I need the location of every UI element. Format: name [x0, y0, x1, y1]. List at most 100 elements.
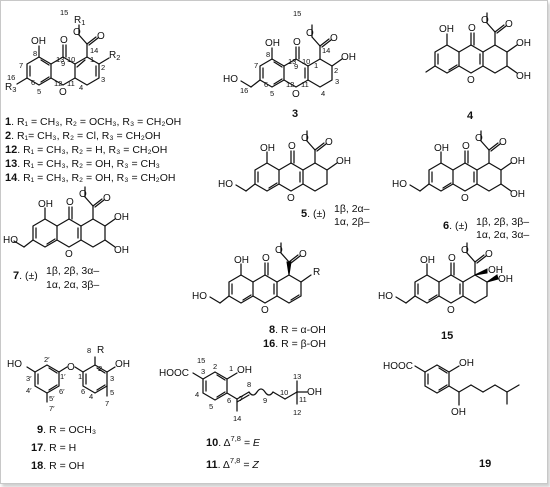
c1-num-9: 9 [61, 59, 65, 68]
c7-o11-label: O [65, 249, 73, 260]
c1-num-15: 15 [60, 8, 68, 17]
compound-11-label: 11. Δ7,8 = Z [206, 456, 259, 471]
c15-oh-label: OH [420, 255, 435, 266]
compound-5-label: 5. (±) [301, 208, 326, 220]
c15-oh1-label: OH [488, 265, 503, 276]
c7-carbonyl-o-label: O [103, 193, 111, 204]
compound-1-structure: OH O O R1 R2 R3 O O 15 14 13 10 8 9 1 7 … [5, 8, 120, 98]
c1-num-14: 14 [90, 46, 98, 55]
c4-oh2-label: OH [516, 38, 531, 49]
c3-carbonyl-o-label: O [330, 33, 338, 44]
c3-num-12: 12 [286, 80, 294, 89]
compound-17-label: 17. R = H [31, 442, 76, 454]
c10-num-6: 6 [227, 396, 231, 405]
c10-num-13: 13 [293, 372, 301, 381]
c9-num-3: 3 [110, 374, 114, 383]
c3-o11-label: O [292, 89, 300, 100]
c6-oh-label: OH [434, 143, 449, 154]
compound-3-structure: OH O O O OH HO O 15 8 13 10 14 1 2 9 7 1… [223, 9, 356, 120]
c5-ho-label: HO [218, 179, 233, 190]
c10-num-1: 1 [229, 364, 233, 373]
c1-ring-o-label: O [59, 87, 67, 98]
c19-oh2-label: OH [451, 407, 466, 418]
c9-oh-label: OH [115, 359, 130, 370]
compound-4-structure: OH O O O OH OH O 4 [425, 12, 531, 122]
c10-hooc-label: HOOC [159, 368, 189, 379]
legend-row-2: 2. R₁= CH₃, R₂ = Cl, R₃ = CH₂OH [5, 130, 161, 142]
c6-carbonyl-o-label: O [499, 137, 507, 148]
c1-num-6: 6 [31, 78, 35, 87]
c7-stereo-1: 1β, 2β, 3α– [46, 265, 99, 277]
c3-num-2: 2 [334, 66, 338, 75]
c1-num-7: 7 [19, 61, 23, 70]
c3-o9-label: O [293, 37, 301, 48]
c3-num-11: 11 [301, 80, 309, 89]
c3-num-1: 1 [314, 61, 318, 70]
compound-10-structure: HOOC OH OH 15 2 1 3 8 4 5 6 7 13 10 11 9… [159, 356, 322, 471]
c5-o11-label: O [287, 193, 295, 204]
c1-num-1: 1 [90, 55, 94, 64]
c7-oh2-label: OH [114, 212, 129, 223]
c3-oh8-label: OH [265, 38, 280, 49]
c3-num-6: 6 [264, 80, 268, 89]
compound-15-structure: OH O O O OH OH HO O 15 [378, 242, 513, 342]
compound-19-structure: HOOC OH OH 19 [383, 358, 520, 470]
c9-num-8: 8 [87, 346, 91, 355]
c9-num-7p: 7′ [49, 404, 55, 413]
c5-stereo-1: 1β, 2α– [334, 203, 370, 215]
c1-r1-label: R1 [74, 15, 85, 27]
c10-num-12: 12 [293, 408, 301, 417]
c8-ho-label: HO [192, 291, 207, 302]
c15-ester-o-label: O [461, 245, 469, 256]
c8-r-label: R [313, 267, 320, 278]
c8-ester-o-label: O [275, 245, 283, 256]
c10-num-14: 14 [233, 414, 241, 423]
c6-o11-label: O [461, 193, 469, 204]
c10-num-2: 2 [213, 362, 217, 371]
compound-15-label: 15 [441, 330, 453, 342]
c9-num-4p: 4′ [26, 386, 32, 395]
compound-3-label: 3 [292, 108, 298, 120]
c9-num-6: 6 [81, 387, 85, 396]
c10-num-5: 5 [209, 402, 213, 411]
compound-18-label: 18. R = OH [31, 460, 84, 472]
c4-oh3-label: OH [516, 71, 531, 82]
c10-num-10: 10 [280, 388, 288, 397]
c8-oh-label: OH [234, 255, 249, 266]
c1-oh-label: OH [31, 36, 46, 47]
c3-ester-o-label: O [306, 28, 314, 39]
compound-10-label: 10. Δ7,8 = E [206, 434, 261, 449]
c1-num-10: 10 [67, 55, 75, 64]
c15-oh2-label: OH [498, 274, 513, 285]
c6-ester-o-label: O [475, 133, 483, 144]
c3-num-4: 4 [321, 89, 325, 98]
c5-stereo-2: 1α, 2β– [334, 216, 370, 228]
c1-ester-o-label: O [73, 27, 81, 38]
compound-6-label: 6. (±) [443, 220, 468, 232]
c9-r-label: R [97, 345, 104, 356]
c15-carbonyl-o-label: O [485, 249, 493, 260]
c1-num-5: 5 [37, 87, 41, 96]
c3-num-14: 14 [322, 46, 330, 55]
c4-oh-label: OH [439, 24, 454, 35]
c10-num-4: 4 [195, 390, 199, 399]
c6-stereo-1: 1β, 2β, 3β– [476, 216, 529, 228]
c10-num-8: 8 [247, 380, 251, 389]
c1-o9-label: O [60, 35, 68, 46]
compound-9-label: 9. R = OCH₃ [37, 424, 96, 436]
c6-oh2-label: OH [510, 156, 525, 167]
c7-ho-label: HO [3, 235, 18, 246]
c10-num-3: 3 [201, 367, 205, 376]
c3-num-7: 7 [254, 61, 258, 70]
c1-num-2: 2 [101, 63, 105, 72]
legend-row-13: 13. R₁ = CH₃, R₂ = OH, R₃ = CH₃ [5, 158, 160, 170]
c19-oh-label: OH [459, 358, 474, 369]
c15-o9-label: O [448, 253, 456, 264]
c1-carbonyl-o-label: O [97, 31, 105, 42]
c15-o11-label: O [447, 305, 455, 316]
c9-num-2p: 2′ [44, 355, 50, 364]
c1-r2-label: R2 [109, 50, 120, 62]
compound-8-label: 8. R = α-OH [269, 324, 326, 336]
